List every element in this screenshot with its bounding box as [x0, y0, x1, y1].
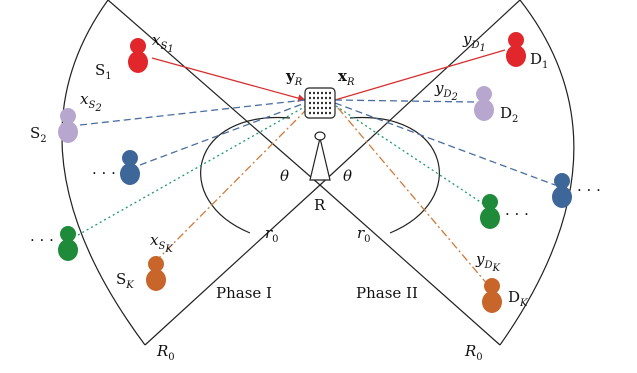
destination-dk — [482, 278, 502, 313]
right-top-edge — [319, 0, 521, 186]
label-xs2: xS2 — [80, 90, 102, 114]
source-blue-left — [120, 150, 140, 185]
antenna-tower-icon — [304, 87, 336, 181]
label-ydk: yDK — [475, 250, 501, 274]
left-top-edge — [107, 0, 321, 186]
link-relay-dk — [337, 107, 489, 286]
right-sector-outer-arc — [499, 0, 575, 346]
right-sector-edge — [319, 184, 501, 346]
label-d1: D1 — [530, 50, 548, 71]
link-s2-relay — [79, 99, 306, 126]
label-sk: SK — [116, 270, 134, 291]
user-icon — [480, 194, 500, 229]
label-theta-right: θ — [343, 167, 352, 185]
user-icon — [128, 38, 148, 73]
label-s1: S1 — [95, 61, 112, 82]
label-s2: S2 — [30, 124, 47, 145]
label-xR: xR — [338, 67, 355, 88]
inner-circle-arc — [200, 116, 440, 234]
label-xs1: xS1 — [152, 31, 174, 55]
link-relay-blue-right — [334, 102, 556, 186]
destination-d1 — [506, 32, 526, 67]
label-dk: DK — [508, 288, 528, 309]
user-icon — [120, 150, 140, 185]
label-relay: R — [314, 196, 326, 214]
source-green-left — [58, 226, 78, 261]
destination-green-right — [480, 194, 500, 229]
user-icon — [552, 173, 572, 208]
label-phase-1: Phase I — [216, 284, 272, 302]
user-icon — [482, 278, 502, 313]
label-r0-right: r0 — [357, 224, 371, 245]
source-s2 — [58, 108, 78, 143]
label-xsk: xSK — [150, 231, 173, 255]
source-sk — [146, 256, 166, 291]
user-icon — [58, 108, 78, 143]
destination-blue-right — [552, 173, 572, 208]
link-blue-left-relay — [139, 102, 306, 166]
user-icon — [146, 256, 166, 291]
links — [77, 49, 556, 286]
link-sk-relay — [154, 107, 309, 263]
left-sector-outer-arc — [61, 0, 146, 346]
source-s1 — [128, 38, 148, 73]
label-R0-left: R0 — [156, 342, 175, 363]
label-r0-left: r0 — [265, 224, 279, 245]
label-yR: yR — [285, 67, 303, 88]
destination-d2 — [474, 86, 494, 121]
relay-node — [304, 87, 336, 181]
dots-left-1: · · · — [92, 164, 116, 182]
link-relay-d2 — [334, 99, 476, 103]
left-sector-edge — [144, 184, 321, 346]
label-yd1: yD1 — [462, 30, 486, 54]
label-d2: D2 — [500, 104, 518, 125]
link-s1-relay — [151, 57, 306, 102]
dots-left-2: · · · — [30, 231, 54, 249]
user-icon — [506, 32, 526, 67]
label-theta-left: θ — [280, 167, 289, 185]
link-relay-green-right — [335, 105, 486, 206]
label-phase-2: Phase II — [356, 284, 418, 302]
dots-right-1: · · · — [577, 181, 601, 199]
user-icon — [474, 86, 494, 121]
label-R0-right: R0 — [464, 342, 483, 363]
user-icon — [58, 226, 78, 261]
dots-right-2: · · · — [505, 205, 529, 223]
link-relay-d1 — [334, 49, 506, 101]
label-yd2: yD2 — [434, 79, 458, 103]
link-green-left-relay — [77, 105, 307, 236]
sector-boundaries — [61, 0, 575, 346]
